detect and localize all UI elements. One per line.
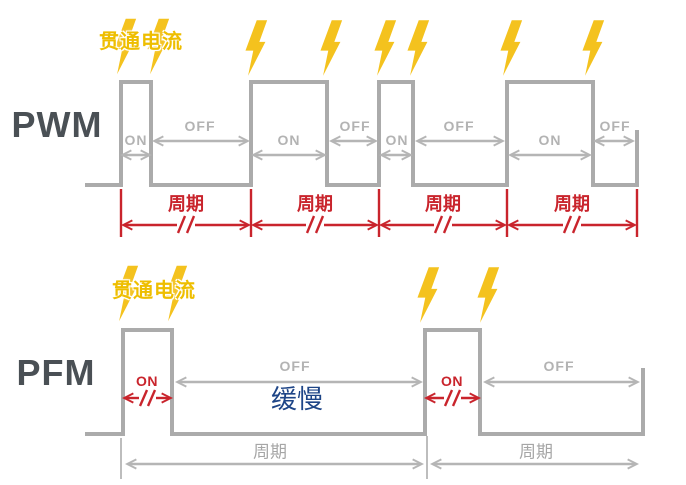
pwm-period-label: 周期 (297, 194, 333, 214)
break-mark (176, 215, 187, 234)
pfm-slow-label: 缓慢 (270, 384, 324, 414)
pwm-period-label: 周期 (168, 194, 204, 214)
pwm-period-label: 周期 (425, 194, 461, 214)
pwm-on-label: ON (124, 132, 148, 148)
break-mark (433, 215, 444, 234)
pfm-section (85, 265, 645, 479)
pwm-on-label: ON (277, 132, 301, 148)
pfm-shoot-through-label: 贯通电流 (112, 280, 196, 302)
pwm-on-label: ON (538, 132, 562, 148)
pwm-off-label: OFF (443, 118, 475, 134)
pwm-title: PWM (11, 104, 103, 145)
pwm-off-label: OFF (599, 118, 631, 134)
pwm-off-label: OFF (339, 118, 371, 134)
lightning-icon (245, 20, 268, 76)
pwm-period-label: 周期 (554, 194, 590, 214)
pwm-section (85, 18, 639, 237)
pwm-waveform (85, 80, 639, 187)
pfm-period-dimension (120, 436, 636, 479)
pwm-shoot-through-label: 贯通电流 (99, 31, 183, 53)
lightning-icon (500, 20, 523, 76)
break-mark (305, 215, 316, 234)
break-mark (314, 215, 325, 234)
lightning-icon (407, 20, 430, 76)
lightning-icon (374, 20, 397, 76)
pfm-period-label: 周期 (519, 442, 553, 462)
pfm-waveform (85, 328, 645, 436)
break-mark (562, 215, 573, 234)
break-mark (146, 389, 157, 407)
pwm-period-arrows (124, 215, 634, 234)
pfm-off-label: OFF (543, 358, 575, 374)
lightning-icon (582, 20, 605, 76)
pwm-period-ticks (119, 189, 639, 237)
pfm-on-label: ON (136, 373, 158, 389)
pfm-on-label: ON (441, 373, 463, 389)
pfm-title: PFM (16, 352, 96, 393)
break-mark (442, 215, 453, 234)
lightning-icon (320, 20, 343, 76)
lightning-icon (417, 267, 440, 323)
pwm-on-label: ON (385, 132, 409, 148)
pfm-period-label: 周期 (253, 442, 287, 462)
break-mark (451, 389, 462, 407)
lightning-icon (477, 267, 500, 323)
break-mark (138, 389, 149, 407)
pfm-on-arrows (125, 389, 478, 407)
break-mark (185, 215, 196, 234)
pfm-off-label: OFF (279, 358, 311, 374)
break-mark (571, 215, 582, 234)
break-mark (443, 389, 454, 407)
pwm-off-label: OFF (184, 118, 216, 134)
